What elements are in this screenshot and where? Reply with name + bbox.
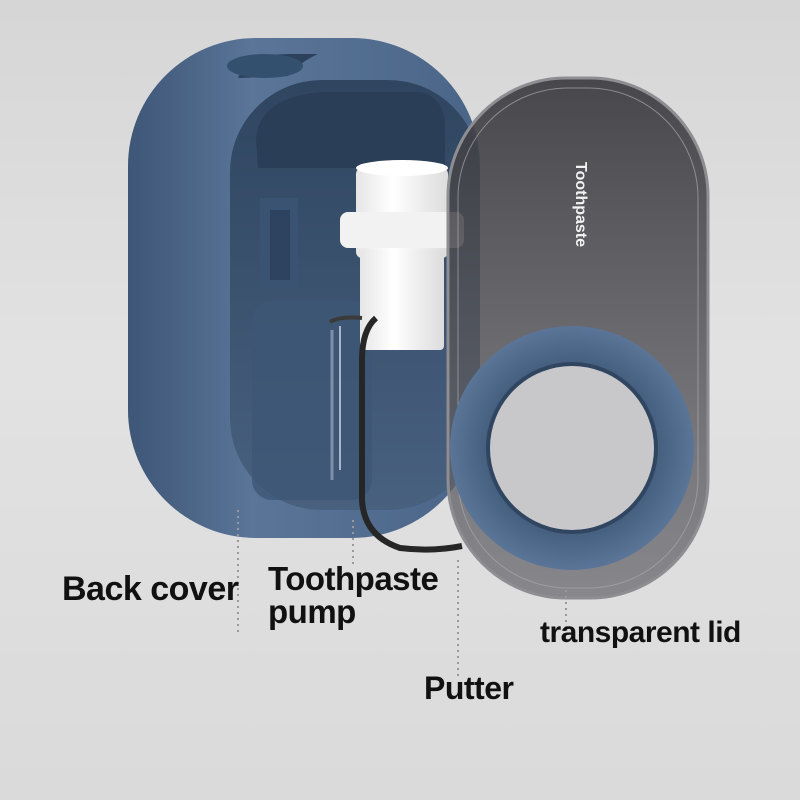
putter	[328, 315, 463, 553]
label-toothpaste-pump: Toothpaste pump	[268, 560, 439, 630]
label-putter: Putter	[424, 670, 514, 706]
label-transparent-lid: transparent lid	[540, 616, 741, 649]
leader-lines	[237, 510, 567, 680]
transparent-lid: Toothpaste	[446, 76, 710, 600]
label-toothpaste-pump-line2: pump	[268, 593, 356, 630]
label-toothpaste-pump-line1: Toothpaste	[268, 560, 439, 597]
label-back-cover: Back cover	[62, 570, 239, 608]
toothpaste-pump	[340, 160, 464, 350]
lid-text: Toothpaste	[572, 162, 589, 247]
